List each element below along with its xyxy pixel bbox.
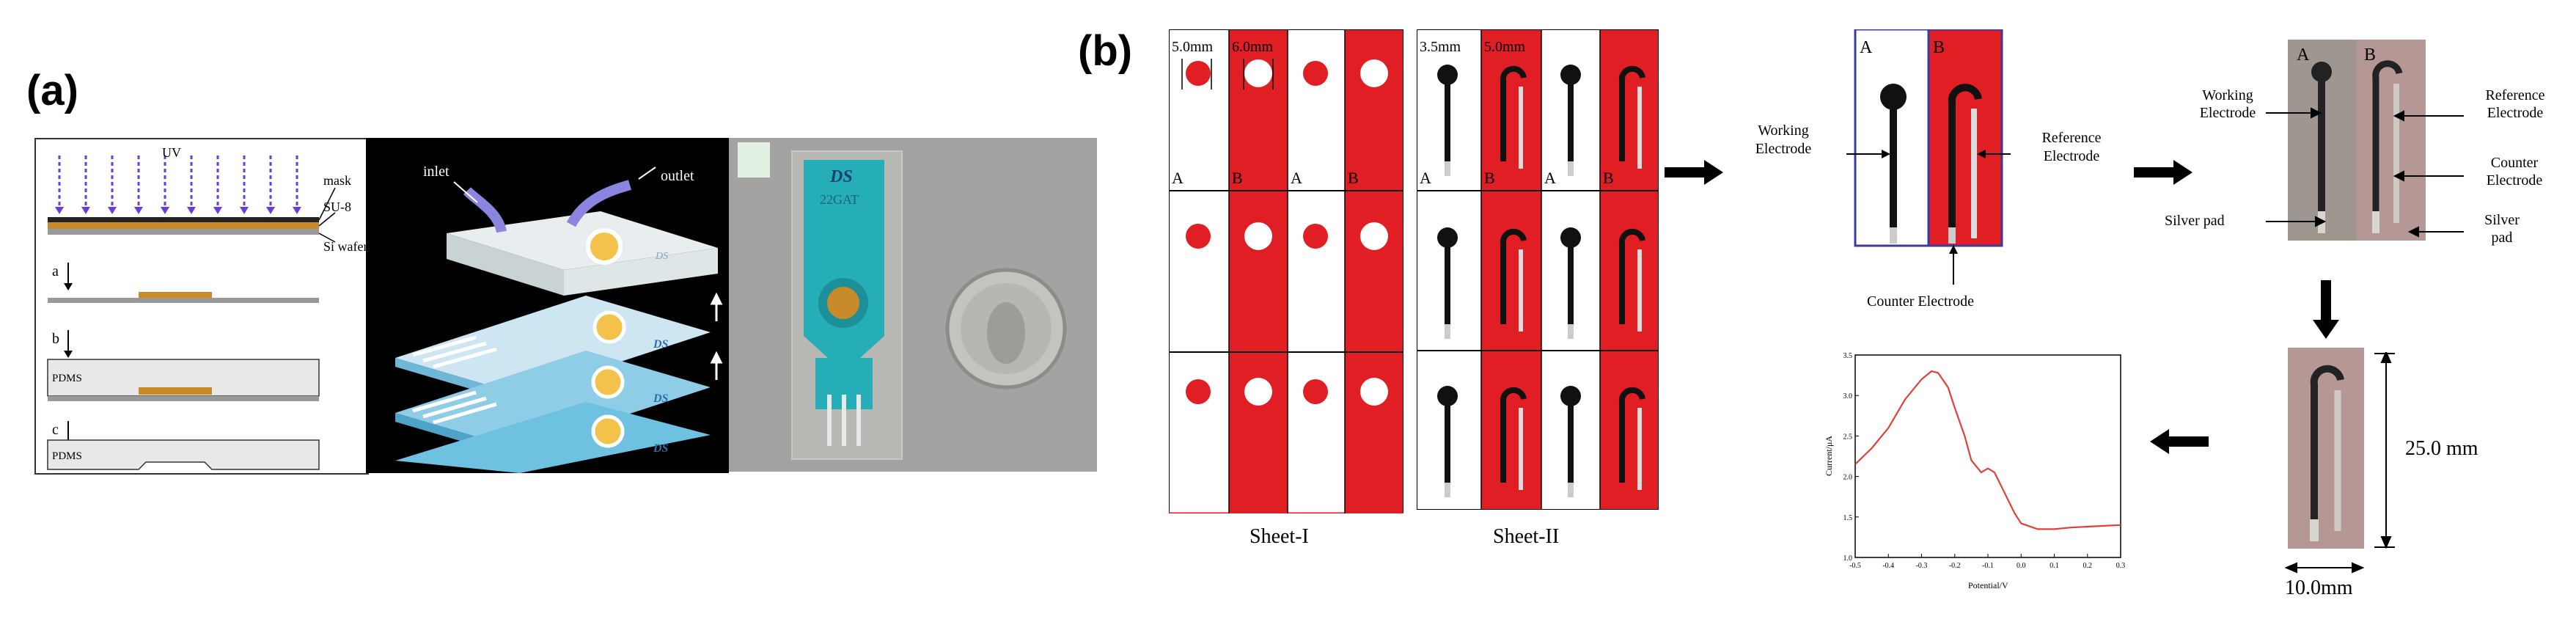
layout-reference-label: Reference Electrode — [2041, 130, 2102, 164]
cv-plot: -0.5 -0.4 -0.3 -0.2 -0.1 0.0 0.1 0.2 0.3 1.0 1.5 2… — [1821, 348, 2129, 593]
panel-a-label: (a) — [26, 67, 78, 114]
electrode-layout-drawing: A B — [1846, 28, 2011, 285]
single-electrode-drawing — [2310, 365, 2344, 541]
width-dimension-label: 10.0mm — [2285, 577, 2353, 599]
y-tick-label: 2.0 — [1843, 474, 1853, 482]
sheet-2-drawing: 3.5mm 5.0mm A B A B — [1416, 29, 1659, 511]
x-tick-label: -0.1 — [1982, 562, 1994, 570]
device-render: inlet outlet DS DS DS DS — [366, 138, 729, 473]
sheet-2-dim-a: 3.5mm — [1420, 39, 1461, 55]
y-axis-label: Current/μA — [1824, 436, 1834, 476]
arrow-right-1 — [1665, 160, 1723, 185]
x-tick-label: -0.4 — [1882, 562, 1894, 570]
inlet-label: inlet — [423, 164, 449, 180]
wafer-label: Si wafer — [323, 239, 367, 254]
layer-mark-2: DS — [653, 392, 669, 405]
sheet-2-col-1: A — [1420, 169, 1431, 187]
sheet-2-col-3: A — [1544, 169, 1556, 187]
sheet-1: 5.0mm 6.0mm A B A B — [1168, 29, 1404, 515]
layout-working-label: Working Electrode — [1755, 122, 1812, 157]
sheet-1-col-3: A — [1291, 169, 1302, 187]
y-tick-label: 3.5 — [1843, 352, 1853, 360]
fabrication-drawing: UV mask SU-8 Si wafer a b c PDMS PDMS — [47, 145, 367, 470]
x-tick-label: 0.0 — [2017, 562, 2026, 570]
photo-reference-label: Reference Electrode — [2485, 87, 2545, 121]
chip-logo: DS — [829, 167, 853, 186]
electrode-photo: A B — [2288, 40, 2426, 241]
layout-label-b: B — [1933, 38, 1945, 57]
photo-label-b: B — [2364, 45, 2376, 65]
arrow-left — [2150, 429, 2209, 454]
arrow-right-2 — [2134, 160, 2192, 185]
photo-silver-left-label: Silver pad — [2165, 213, 2225, 229]
photo-silver-right-label: Silver pad — [2484, 212, 2520, 246]
layer-mark-top: DS — [655, 251, 668, 262]
pdms-label-b: PDMS — [52, 373, 82, 384]
device-drawing: inlet outlet DS DS DS DS — [395, 164, 723, 473]
single-electrode-photo — [2288, 348, 2364, 549]
sheet-1-col-4: B — [1348, 169, 1359, 187]
fabrication-schematic: UV mask SU-8 Si wafer a b c PDMS PDMS — [34, 138, 369, 475]
layer-mark-1: DS — [653, 338, 669, 351]
x-tick-label: 0.2 — [2083, 562, 2093, 570]
sheet-2-col-2: B — [1484, 169, 1495, 187]
layer-mark-3: DS — [653, 442, 669, 455]
height-dimension-label: 25.0 mm — [2405, 437, 2478, 460]
y-tick-label: 2.5 — [1843, 433, 1853, 441]
chip-serial: 22GAT — [820, 192, 859, 207]
arrow-down — [2313, 280, 2339, 339]
step-c-label: c — [52, 422, 59, 438]
photo-working-label: Working Electrode — [2199, 87, 2256, 121]
layout-label-a: A — [1860, 38, 1873, 57]
y-tick-label: 1.5 — [1843, 514, 1853, 522]
x-tick-label: 0.1 — [2050, 562, 2059, 570]
photo-counter-label: Counter Electrode — [2486, 155, 2543, 189]
step-b-label: b — [52, 331, 59, 347]
x-tick-label: 0.3 — [2116, 562, 2126, 570]
su8-label: SU-8 — [323, 200, 351, 214]
mask-label: mask — [323, 173, 351, 188]
electrode-photo-drawing: A B — [2288, 40, 2426, 241]
dimension-lines — [2285, 352, 2395, 574]
x-tick-label: -0.3 — [1916, 562, 1928, 570]
sheet-2-title: Sheet-II — [1493, 525, 1560, 548]
device-photo: DS 22GAT — [729, 138, 1097, 472]
x-tick-label: -0.5 — [1849, 562, 1861, 570]
sheet-2: 3.5mm 5.0mm A B A B — [1416, 29, 1659, 511]
uv-label: UV — [162, 145, 181, 160]
sheet-1-dim-a: 5.0mm — [1172, 39, 1214, 55]
pdms-label-c: PDMS — [52, 450, 82, 462]
x-tick-label: -0.2 — [1949, 562, 1961, 570]
y-tick-label: 3.0 — [1843, 392, 1853, 400]
cv-series-line — [1854, 370, 2121, 530]
sheet-2-col-4: B — [1603, 169, 1614, 187]
electrode-layout: A B — [1738, 28, 2156, 323]
layout-counter-label: Counter Electrode — [1867, 293, 1975, 310]
photo-leaders — [2266, 107, 2464, 238]
step-a-label: a — [52, 263, 59, 279]
sheet-1-dim-b: 6.0mm — [1232, 39, 1274, 55]
cv-plot-svg: -0.5 -0.4 -0.3 -0.2 -0.1 0.0 0.1 0.2 0.3 1.0 1.5 2… — [1824, 352, 2126, 590]
x-axis-label: Potential/V — [1968, 580, 2008, 590]
sheet-1-title: Sheet-I — [1250, 525, 1309, 548]
panel-b-label: (b) — [1078, 27, 1133, 75]
photo-label-a: A — [2297, 45, 2310, 65]
sheet-2-dim-b: 5.0mm — [1484, 39, 1526, 55]
sheet-1-col-1: A — [1172, 169, 1184, 187]
sheet-1-drawing: 5.0mm 6.0mm A B A B — [1168, 29, 1404, 515]
sheet-1-col-2: B — [1232, 169, 1243, 187]
y-tick-label: 1.0 — [1843, 555, 1853, 563]
device-photo-drawing: DS 22GAT — [738, 142, 1067, 460]
outlet-label: outlet — [661, 168, 694, 184]
